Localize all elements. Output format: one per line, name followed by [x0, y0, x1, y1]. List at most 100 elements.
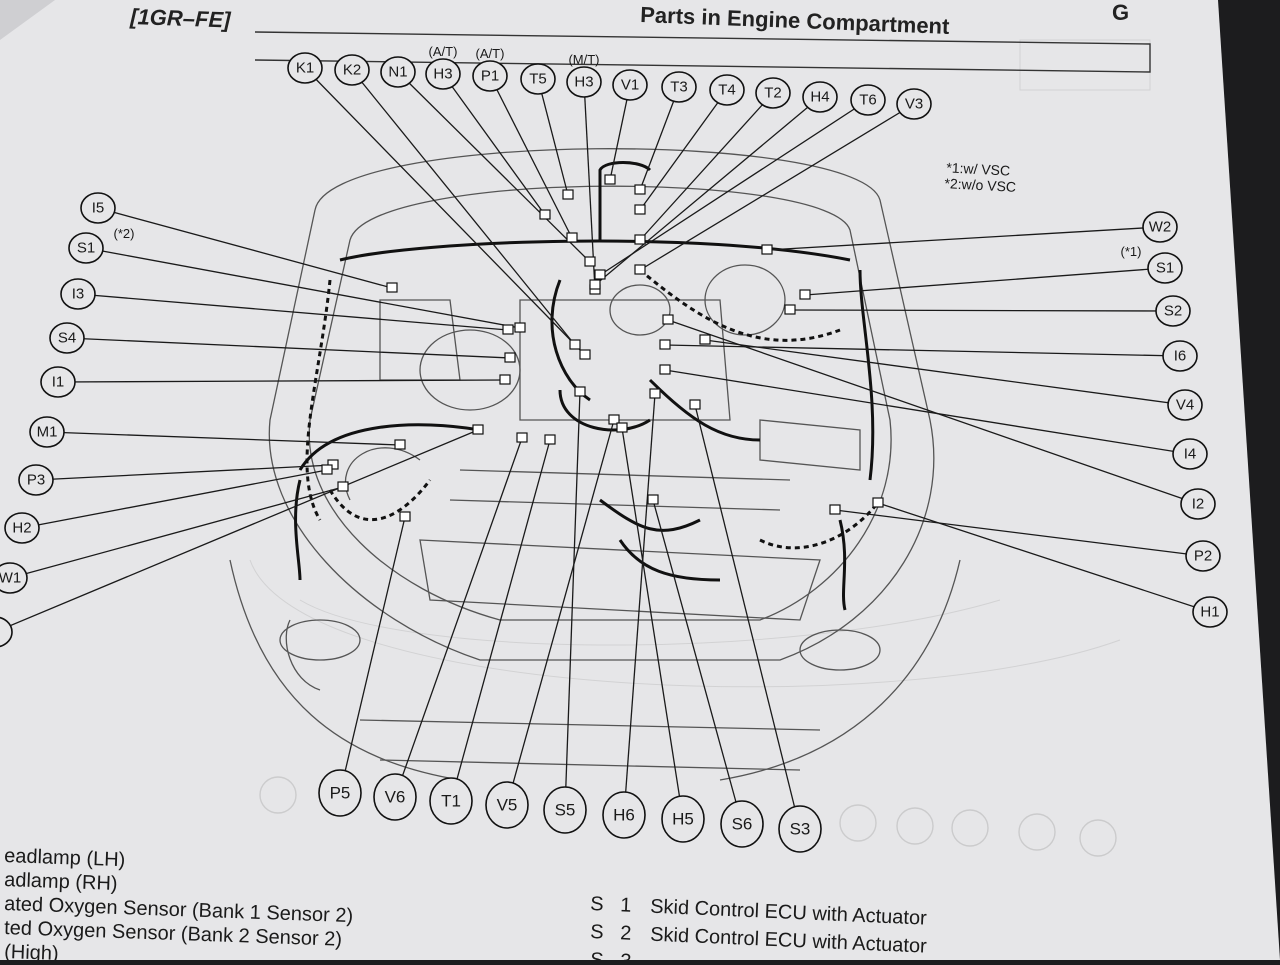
connector-code: T6 — [859, 92, 877, 109]
leader-line-bottom-5 — [623, 393, 656, 816]
leader-line-top-0 — [304, 67, 586, 356]
callout-bottom-2: T1 — [429, 777, 473, 825]
callout-circle — [1162, 340, 1198, 372]
connector-code: P2 — [1194, 548, 1212, 565]
callout-circle — [334, 54, 370, 86]
callout-circle — [850, 84, 886, 116]
leader-line-top-10 — [639, 92, 774, 241]
bleed-through-bubbles — [259, 776, 1117, 857]
connector-markers — [321, 174, 884, 522]
connector-note: (A/T) — [429, 44, 458, 59]
legend-right-letter: S — [590, 921, 604, 944]
connector-code: I2 — [1192, 496, 1205, 513]
connector-code: T1 — [441, 792, 461, 811]
callout-left-1: S1(*2) — [68, 226, 134, 264]
connector-marker-top-4 — [566, 232, 578, 243]
connector-code: V3 — [905, 96, 923, 113]
connector-code: S6 — [732, 815, 753, 834]
leader-line-bottom-6 — [621, 427, 684, 820]
leader-line-bottom-4 — [564, 391, 581, 811]
callout-bottom-0: P5 — [318, 769, 362, 817]
connector-code: H3 — [574, 74, 593, 91]
connector-code: W1 — [0, 570, 21, 587]
leader-line-left-4 — [57, 379, 506, 383]
callout-top-0: K1 — [287, 52, 323, 84]
connector-marker-top-3 — [539, 209, 551, 220]
connector-code: T5 — [529, 71, 547, 88]
connector-marker-top-0 — [579, 349, 591, 360]
callout-circle — [373, 773, 417, 821]
callout-circle — [566, 66, 602, 98]
connector-code: T4 — [718, 82, 736, 99]
connector-code: V4 — [1176, 397, 1194, 414]
leader-line-right-8 — [877, 502, 1211, 613]
connector-marker-right-5 — [659, 364, 671, 375]
callout-circle — [0, 562, 28, 594]
connector-marker-right-2 — [784, 304, 796, 315]
connector-marker-right-3 — [659, 339, 671, 350]
leader-line-right-4 — [704, 339, 1186, 406]
connector-marker-top-2 — [584, 256, 596, 267]
connector-marker-bottom-0 — [399, 511, 411, 522]
connector-marker-top-5 — [562, 189, 574, 200]
leader-line-left-2 — [77, 293, 509, 331]
connector-code: H4 — [810, 89, 829, 106]
callout-left-2: I3 — [60, 278, 96, 310]
callout-top-4: P1(A/T) — [472, 46, 508, 92]
connector-code: K2 — [343, 62, 361, 79]
connector-marker-right-0 — [761, 244, 773, 255]
callout-circle — [896, 88, 932, 120]
connector-marker-top-12 — [594, 269, 606, 280]
connector-marker-top-13 — [634, 264, 646, 275]
leader-lines — [0, 67, 1211, 830]
callout-circle — [472, 60, 508, 92]
leader-line-top-2 — [397, 71, 591, 263]
connector-marker-bottom-7 — [647, 494, 659, 505]
connector-code: V1 — [621, 77, 639, 94]
connector-code: V6 — [385, 788, 406, 807]
leader-line-right-5 — [664, 369, 1191, 455]
connector-code: S3 — [790, 820, 811, 839]
leader-line-left-1 — [85, 247, 521, 329]
connector-code: S2 — [1164, 303, 1182, 320]
connector-code: P1 — [481, 68, 499, 85]
callout-left-4: I1 — [40, 366, 76, 398]
callout-circle — [1172, 438, 1208, 470]
leader-line-top-9 — [639, 89, 728, 211]
callout-circle — [661, 795, 705, 843]
callout-bottom-7: S6 — [720, 800, 764, 848]
callout-right-2: S2 — [1155, 295, 1191, 327]
callout-circle — [4, 512, 40, 544]
legend-left-item: eadlamp (LH) — [4, 845, 126, 871]
callout-circle — [778, 805, 822, 853]
connector-code: S1 — [1156, 260, 1174, 277]
connector-code: S4 — [58, 330, 76, 347]
leader-line-right-7 — [834, 509, 1204, 557]
callout-circle — [29, 416, 65, 448]
callout-circle — [802, 81, 838, 113]
connector-marker-left-7 — [321, 464, 333, 475]
callout-left-6: P3 — [18, 464, 54, 496]
leader-line-bottom-8 — [694, 404, 801, 830]
callout-circle — [1192, 596, 1228, 628]
vsc-note-1: *1:w/ VSC — [946, 159, 1011, 178]
connector-code: M1 — [37, 424, 58, 441]
leader-line-right-6 — [667, 319, 1199, 505]
callout-circle — [709, 74, 745, 106]
leader-line-bottom-3 — [506, 419, 615, 806]
connector-marker-top-7 — [604, 174, 616, 185]
leader-line-left-8 — [9, 486, 344, 579]
connector-marker-left-8 — [337, 481, 349, 492]
connector-marker-right-8 — [872, 497, 884, 508]
leader-line-top-1 — [351, 69, 576, 346]
connector-marker-right-6 — [662, 314, 674, 325]
page-shadow — [0, 0, 55, 40]
callout-top-1: K2 — [334, 54, 370, 86]
callout-circle — [755, 77, 791, 109]
connector-code: S1 — [77, 240, 95, 257]
connector-marker-bottom-3 — [608, 414, 620, 425]
leader-line-left-6 — [35, 464, 334, 481]
